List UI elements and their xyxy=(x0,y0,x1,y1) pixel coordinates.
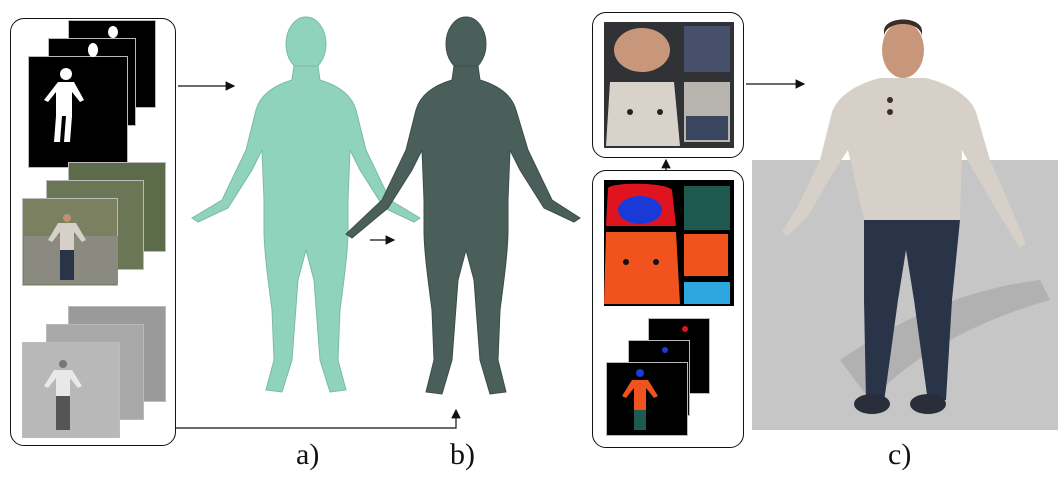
seg-frame-front xyxy=(606,362,688,436)
segmentation-atlas-details xyxy=(604,183,730,304)
label-c: c) xyxy=(888,438,912,471)
segmentation-person xyxy=(622,326,688,430)
label-b: b) xyxy=(450,438,475,471)
body-mesh-a xyxy=(191,16,421,393)
gray-person xyxy=(44,360,82,430)
mask-frame-front xyxy=(28,56,128,168)
texture-atlas-details xyxy=(606,26,730,146)
mask-silhouette-large xyxy=(44,68,84,142)
rgb-person xyxy=(24,214,118,284)
arrow-input-to-b xyxy=(176,408,461,429)
textured-human xyxy=(782,19,1026,414)
body-mesh-b xyxy=(345,16,581,395)
label-a: a) xyxy=(296,438,320,471)
mask-silhouette-head-small xyxy=(88,26,118,57)
gray-frame-front xyxy=(22,342,120,438)
